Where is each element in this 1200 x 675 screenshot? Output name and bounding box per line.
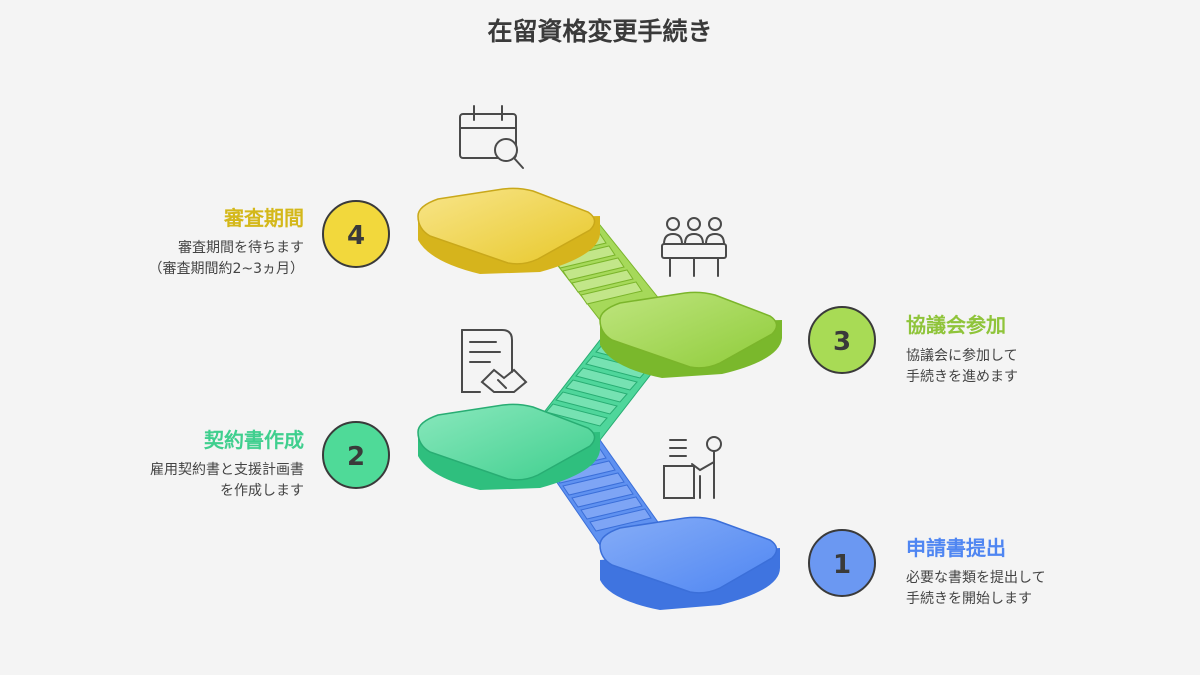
step-3-number: 3: [833, 327, 851, 357]
meeting-group-icon: [661, 217, 727, 277]
step-4-description: 審査期間を待ちます （審査期間約2~3ヵ月）: [148, 240, 304, 277]
step-4-circle: 4: [322, 200, 390, 268]
page-title: 在留資格変更手続き: [487, 17, 713, 46]
platform-1: [599, 516, 780, 610]
step-4-number: 4: [347, 221, 365, 251]
step-3-title: 協議会参加: [906, 313, 1006, 337]
step-2-description: 雇用契約書と支援計画書 を作成します: [150, 462, 304, 499]
step-2-title: 契約書作成: [204, 428, 304, 452]
contract-handshake-icon: [461, 329, 528, 393]
step-1-description: 必要な書類を提出して 手続きを開始します: [906, 570, 1046, 607]
calendar-search-icon: [459, 105, 524, 169]
platform-3: [599, 291, 782, 378]
step-3-description: 協議会に参加して 手続きを進めます: [906, 348, 1018, 385]
step-1-circle: 1: [808, 529, 876, 597]
platform-4: [417, 187, 600, 274]
step-4-title: 審査期間: [224, 206, 304, 230]
platform-2: [417, 403, 600, 490]
step-2-circle: 2: [322, 421, 390, 489]
step-3-circle: 3: [808, 306, 876, 374]
step-1-title: 申請書提出: [906, 536, 1006, 560]
person-at-desk-icon: [663, 436, 722, 499]
step-1-number: 1: [833, 550, 851, 580]
step-2-number: 2: [347, 442, 365, 472]
